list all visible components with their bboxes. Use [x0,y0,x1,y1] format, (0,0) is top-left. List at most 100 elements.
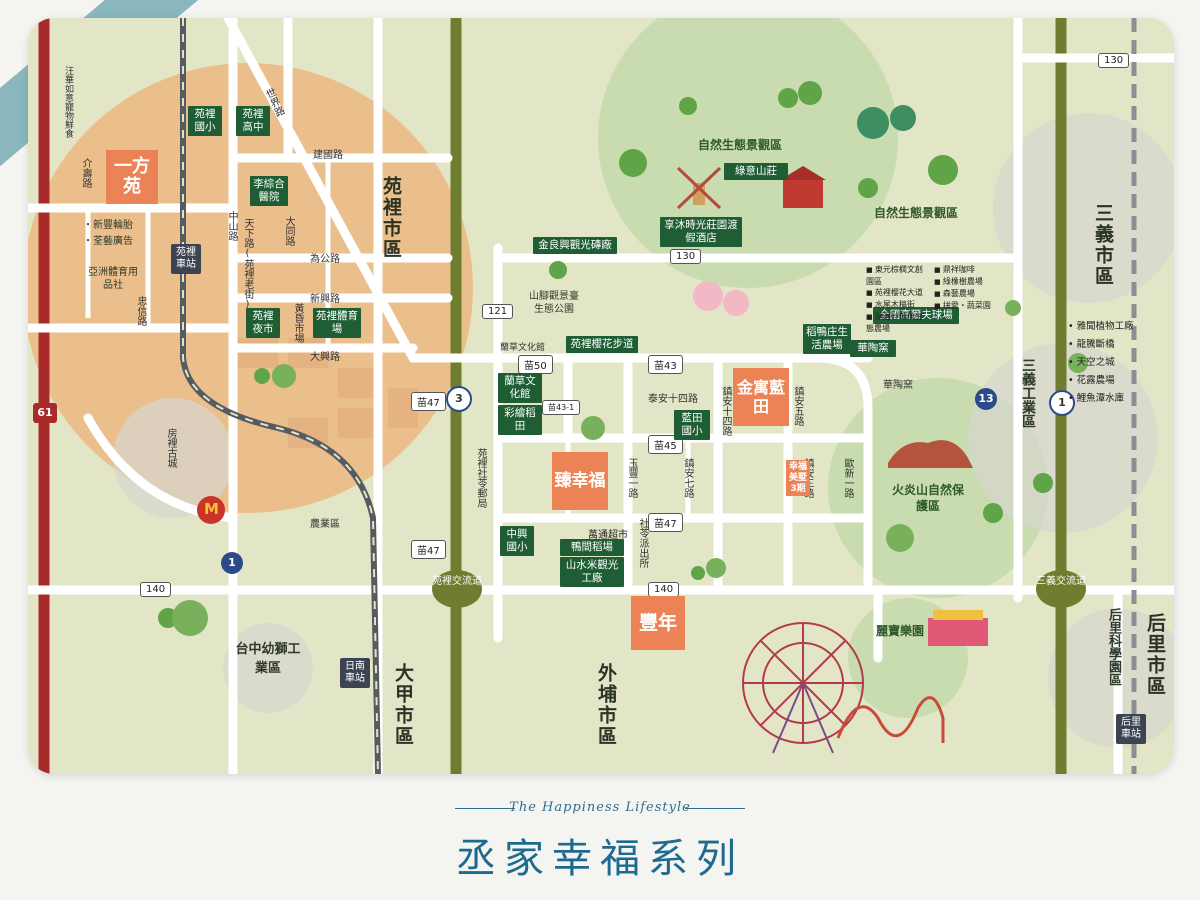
mcdonalds-icon [197,496,225,524]
district-houli: 后里市區 [1144,613,1166,697]
marker-miao50: 苗50 [518,355,553,374]
shop-yazhou-sport: 亞洲體育用品社 [88,267,138,291]
flower-field [928,610,988,646]
poi-wanton-market: 萬通超市 [588,530,628,541]
poi-zhongxing-elementary[interactable]: 中興國小 [500,526,534,556]
poi-police-office: 社苓派出所 [637,518,648,568]
map-area[interactable]: 苑裡市區 大甲市區 外埔市區 三義市區 后里市區 三義工業區 后里科學園區 台中… [28,18,1174,774]
city-blocks [238,338,418,448]
windmill [676,166,722,210]
poi-painted-rice[interactable]: 彩繪稻田 [498,405,542,435]
poi-li-hospital[interactable]: 李綜合醫院 [250,176,288,206]
legend-nature-item: 鼎祥咖啡 [934,264,996,276]
poi-yuanli-night-market[interactable]: 苑裡夜市 [246,308,280,338]
road-jianguo: 建國路 [313,150,343,161]
poi-shanshuimi[interactable]: 山水米觀光工廠 [560,557,624,587]
interchange-sanyi[interactable]: 三義交流道 [1036,570,1086,608]
poi-shanjiao-park[interactable]: 山腳觀景臺生態公園 [529,291,579,315]
marker-miao43-1: 苗43-1 [542,400,581,415]
poi-lvyi-villa[interactable]: 綠意山莊 [724,163,788,180]
station-yuanli[interactable]: 苑裡車站 [171,244,201,274]
poi-cherry-trail[interactable]: 苑裡櫻花步道 [566,336,638,353]
road-zhenan14: 鎮安十四路 [720,386,731,436]
shop-list: ・新豐輪胎 ・荃藝廣告 [83,220,133,247]
project-fengnian[interactable]: 豐年 [631,596,685,650]
road-zhongshan: 中山路 [226,211,237,241]
legend-right-item: 龍騰斷橋 [1068,336,1134,354]
legend-right-item: 天空之城 [1068,354,1134,372]
poi-post-office: 苑裡社苓郵局 [475,448,486,508]
footer-subtitle: The Happiness Lifestyle [509,800,691,815]
poi-yuanli-gym[interactable]: 苑裡體育場 [313,308,361,338]
project-jinlantian[interactable]: 金寓藍田 [733,368,789,426]
legend-right-item: 雅聞植物工廠 [1068,318,1134,336]
railway-dash [182,18,379,774]
marker-miao47a: 苗47 [411,392,446,411]
legend-right-item: 花露農場 [1068,372,1134,390]
poi-lancao-culture[interactable]: 蘭草文化館 [498,373,542,403]
label-fire-mountain: 火炎山自然保護區 [891,483,964,513]
district-sanyi: 三義市區 [1092,203,1114,287]
legend-nature-item: 水尾木稿街 [866,299,928,311]
legend-nature-item: 苑裡樱花大道 [866,287,928,299]
poi-dusk-market[interactable]: 黃昏市場 [292,303,303,343]
marker-140-mid: 140 [648,582,680,597]
shield-highway-13: 13 [975,388,997,410]
poi-xiangmu-resort[interactable]: 享沐時光莊園渡假酒店 [660,217,742,247]
marker-130-top: 130 [1098,53,1130,68]
road-zhenan7: 鎮安七路 [682,458,693,498]
district-yuanli: 苑裡市區 [380,176,402,260]
poi-daoya-farm[interactable]: 稻鴨庄生活農場 [803,324,851,354]
project-phase3[interactable]: 幸福美墅3期 [786,460,810,496]
label-lihpao-park: 麗寶樂園 [876,624,925,638]
footer-title: 丞家幸福系列 [456,836,744,882]
poi-yuanli-high[interactable]: 苑裡高中 [236,106,270,136]
youshi-zone [223,623,313,713]
road-taian14: 泰安十四路 [648,394,698,405]
legend-nature-item: 湖邊砂糖桃生態農場 [866,311,928,334]
marker-miao47b: 苗47 [648,513,683,532]
shield-highway-61: 61 [33,403,57,423]
ferris-wheel [742,622,864,754]
poi-yuanli-elementary[interactable]: 苑裡國小 [188,106,222,136]
district-dajia: 大甲市區 [392,663,414,747]
legend-right-item: 鯉魚潭水庫 [1068,390,1134,408]
huatao-kiln-label: 華陶窯 [883,380,913,391]
project-yifang[interactable]: 一方苑 [106,150,158,204]
poi-huatao-kiln[interactable]: 華陶窯 [850,340,896,357]
station-rinan[interactable]: 日南車站 [340,658,370,688]
cherry-blossom [693,281,749,316]
legend-nature-item: 拼愛・蔬菜園 [934,300,996,312]
fanglicheng-label: 房裡古城 [165,428,176,468]
project-zhenxingfu[interactable]: 臻幸福 [552,452,608,510]
shield-highway-3: 3 [446,386,472,412]
footer-rule-right [685,808,745,809]
poi-duck-farm[interactable]: 鴨間稻場 [560,539,624,556]
poi-jinliangxing-brick[interactable]: 金良興觀光磚廠 [533,237,617,254]
station-houli[interactable]: 后里車站 [1116,714,1146,744]
legend-nature-item: 綠橡樹農場 [934,276,996,288]
road-daxing: 大興路 [310,352,340,363]
red-barn [780,166,826,208]
marker-121: 121 [482,304,514,319]
legend-nature-item: 東元棕櫚文創園區 [866,264,928,287]
road-xinxing: 新興路 [310,294,340,305]
poi-cultural-hall-tag: 蘭草文化館 [500,343,546,353]
legend-nature-item: 森藝農場 [934,288,996,300]
road-yufeng1: 玉豐一路 [626,458,637,498]
road-weigong: 為公路 [310,254,340,265]
label-nature-park-north: 自然生態景觀區 [698,138,783,152]
district-houli-science: 后里科學園區 [1106,608,1121,686]
district-sanyi-industrial: 三義工業區 [1020,358,1036,428]
nongye-label: 農業區 [310,519,340,530]
legend-right-attractions: 雅聞植物工廠龍騰斷橋天空之城花露農場鯉魚潭水庫 [1068,318,1134,408]
houli-zone [1048,608,1174,748]
mcdonalds-logo[interactable]: M [204,500,219,518]
roller-coaster [836,696,945,743]
road-zhenan5: 鎮安五路 [792,386,803,426]
poi-lantian-elementary[interactable]: 藍田國小 [674,410,710,440]
trees [158,81,1088,636]
road-datong: 大同路 [283,216,294,246]
interchange-yuanli[interactable]: 苑裡交流道 [432,570,482,608]
road-jieshou: 介壽路 [80,158,91,188]
